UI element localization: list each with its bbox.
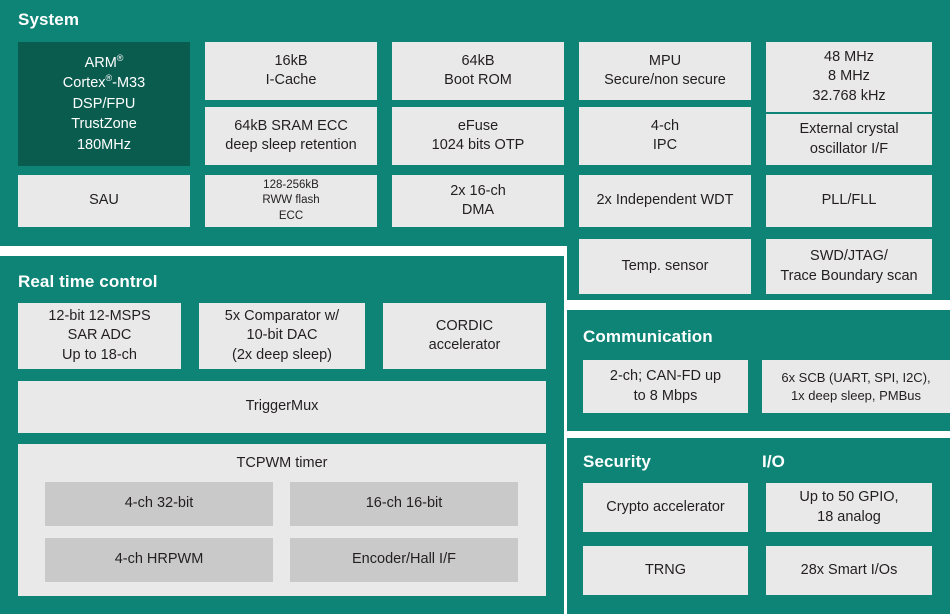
panel-io-title: I/O — [762, 452, 785, 471]
sar-adc-line-1: 12-bit 12-MSPS — [48, 308, 151, 325]
boot-rom-line-2: Boot ROM — [444, 72, 512, 88]
cpu-line-1: ARM® — [84, 52, 124, 71]
comparator-dac-line-2: 10-bit DAC — [246, 327, 318, 344]
can-fd-line-2: to 8 Mbps — [633, 387, 698, 404]
dma-line-2: DMA — [461, 202, 495, 218]
block-wdt: 2x Independent WDT — [579, 175, 751, 227]
wdt-label: 2x Independent WDT — [596, 192, 734, 209]
sar-adc-line-2: SAR ADC — [67, 327, 132, 344]
block-sau: SAU — [18, 175, 190, 227]
i-cache-line-2: I-Cache — [265, 72, 317, 88]
block-clocks: 48 MHz 8 MHz 32.768 kHz — [766, 42, 932, 112]
boot-rom-line-1: 64kB — [461, 52, 495, 69]
panel-security-title: Security — [583, 452, 651, 471]
efuse-line-1: eFuse — [457, 117, 499, 134]
sar-adc-line-3: Up to 18-ch — [62, 346, 137, 363]
tcpwm-4ch-32bit-label: 4-ch 32-bit — [124, 495, 194, 512]
tcpwm-encoder-hall-label: Encoder/Hall I/F — [352, 551, 456, 568]
block-sar-adc: 12-bit 12-MSPS SAR ADC Up to 18-ch — [18, 303, 181, 369]
block-tcpwm-4ch-32bit: 4-ch 32-bit — [45, 482, 273, 526]
block-gpio: Up to 50 GPIO, 18 analog — [766, 483, 932, 532]
cpu-line-2: Cortex®-M33 — [62, 73, 146, 92]
block-i-cache: 16kB I-Cache — [205, 42, 377, 100]
block-boot-rom: 64kB Boot ROM — [392, 42, 564, 100]
sau-label: SAU — [89, 192, 119, 209]
smart-io-label: 28x Smart I/Os — [800, 561, 898, 578]
comparator-dac-line-1: 5x Comparator w/ — [224, 308, 340, 325]
block-crypto-accelerator: Crypto accelerator — [583, 483, 748, 532]
sram-ecc-line-1: 64kB SRAM ECC — [234, 117, 348, 134]
trng-label: TRNG — [644, 561, 687, 578]
pll-fll-label: PLL/FLL — [821, 192, 877, 209]
crystal-osc-line-1: External crystal — [799, 121, 899, 138]
block-sram-ecc: 64kB SRAM ECC deep sleep retention — [205, 107, 377, 165]
cpu-line-3: DSP/FPU — [72, 95, 136, 112]
rww-flash-line-3: ECC — [278, 209, 304, 222]
block-dma: 2x 16-ch DMA — [392, 175, 564, 227]
triggermux-label: TriggerMux — [245, 398, 319, 415]
scb-line-2: 1x deep sleep, PMBus — [790, 387, 922, 403]
i-cache-line-1: 16kB — [274, 52, 308, 69]
gpio-line-2: 18 analog — [817, 508, 881, 525]
block-rww-flash: 128-256kB RWW flash ECC — [205, 175, 377, 227]
clocks-line-3: 32.768 kHz — [812, 87, 886, 104]
panel-system-title: System — [18, 10, 80, 29]
block-comparator-dac: 5x Comparator w/ 10-bit DAC (2x deep sle… — [199, 303, 365, 369]
cordic-line-2: accelerator — [428, 337, 501, 353]
block-tcpwm-encoder-hall: Encoder/Hall I/F — [290, 538, 518, 582]
sram-ecc-line-2: deep sleep retention — [225, 137, 357, 153]
can-fd-line-1: 2-ch; CAN-FD up — [609, 368, 722, 385]
efuse-line-2: 1024 bits OTP — [431, 137, 525, 153]
block-can-fd: 2-ch; CAN-FD up to 8 Mbps — [583, 360, 748, 413]
ipc-line-1: 4-ch — [650, 117, 680, 134]
tcpwm-4ch-hrpwm-label: 4-ch HRPWM — [114, 551, 204, 568]
block-mpu: MPU Secure/non secure — [579, 42, 751, 100]
block-efuse: eFuse 1024 bits OTP — [392, 107, 564, 165]
dma-line-1: 2x 16-ch — [450, 182, 506, 199]
cpu-line-5: 180MHz — [76, 136, 131, 153]
swd-jtag-line-1: SWD/JTAG/ — [810, 248, 888, 265]
crypto-accelerator-label: Crypto accelerator — [606, 498, 725, 515]
ipc-line-2: IPC — [652, 137, 678, 153]
cpu-line-4: TrustZone — [71, 116, 137, 133]
cordic-line-1: CORDIC — [435, 317, 494, 334]
clocks-line-2: 8 MHz — [828, 68, 870, 85]
block-triggermux: TriggerMux — [18, 381, 546, 433]
block-tcpwm-16ch-16bit: 16-ch 16-bit — [290, 482, 518, 526]
temp-sensor-label: Temp. sensor — [621, 257, 709, 274]
tcpwm-16ch-16bit-label: 16-ch 16-bit — [365, 495, 443, 512]
comparator-dac-line-3: (2x deep sleep) — [232, 346, 332, 363]
block-temp-sensor: Temp. sensor — [579, 239, 751, 294]
rww-flash-line-2: RWW flash — [262, 194, 320, 207]
block-tcpwm-4ch-hrpwm: 4-ch HRPWM — [45, 538, 273, 582]
block-scb: 6x SCB (UART, SPI, I2C), 1x deep sleep, … — [762, 360, 950, 413]
mpu-line-1: MPU — [648, 52, 682, 69]
panel-communication-title: Communication — [583, 327, 713, 346]
mpu-line-2: Secure/non secure — [604, 72, 726, 88]
crystal-osc-line-2: oscillator I/F — [809, 140, 889, 157]
panel-real-time-control-title: Real time control — [18, 272, 158, 291]
block-cpu-core: ARM® Cortex®-M33 DSP/FPU TrustZone 180MH… — [18, 42, 190, 166]
clocks-line-1: 48 MHz — [824, 49, 874, 66]
block-crystal-osc: External crystal oscillator I/F — [766, 114, 932, 165]
rww-flash-line-1: 128-256kB — [263, 179, 319, 192]
tcpwm-timer-title: TCPWM timer — [236, 455, 328, 471]
block-swd-jtag: SWD/JTAG/ Trace Boundary scan — [766, 239, 932, 294]
gpio-line-1: Up to 50 GPIO, — [799, 489, 899, 506]
block-ipc: 4-ch IPC — [579, 107, 751, 165]
block-pll-fll: PLL/FLL — [766, 175, 932, 227]
scb-line-1: 6x SCB (UART, SPI, I2C), — [781, 370, 931, 386]
block-cordic: CORDIC accelerator — [383, 303, 546, 369]
swd-jtag-line-2: Trace Boundary scan — [780, 267, 918, 284]
block-trng: TRNG — [583, 546, 748, 595]
block-smart-io: 28x Smart I/Os — [766, 546, 932, 595]
